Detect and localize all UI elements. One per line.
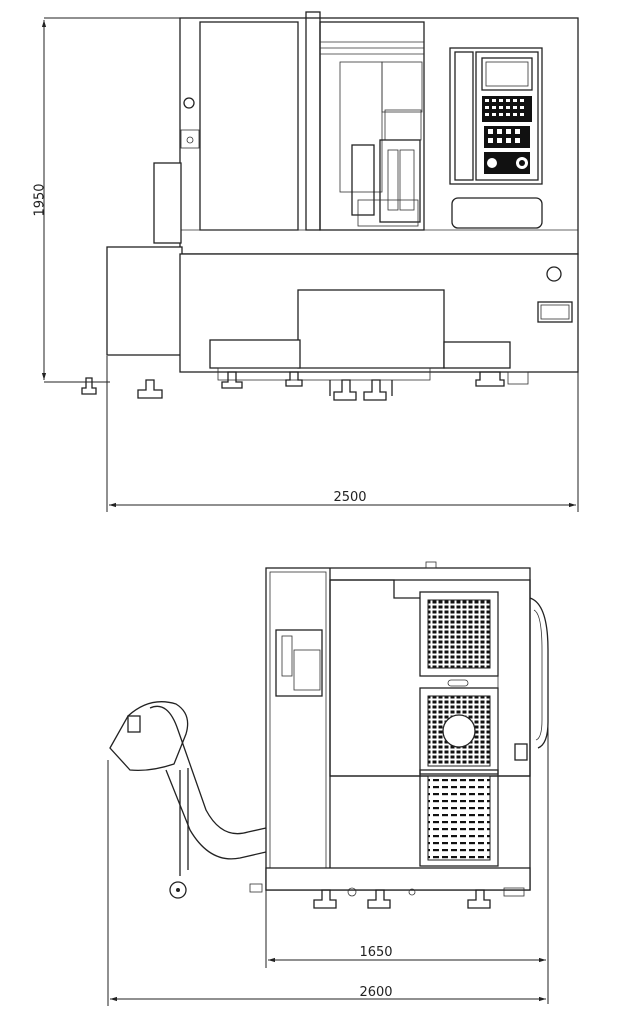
fan-icon [442,714,476,748]
side-handle [529,597,549,749]
front-height-dimension: 1950 [33,17,180,383]
side-depth-label: 1650 [359,945,392,960]
caster-wheel-icon [169,881,187,899]
front-work-area [319,21,425,231]
side-view: 1650 2600 [107,561,549,1006]
front-feet [81,371,529,401]
side-feet [313,887,525,909]
side-depth-dimension: 1650 [265,700,549,1004]
front-width-label: 2500 [333,490,366,505]
chip-conveyor [109,701,267,899]
front-width-dimension: 2500 [106,356,579,512]
side-window [275,629,323,697]
front-center-panel [297,289,445,369]
front-height-label: 1950 [33,183,48,216]
front-indicator [546,266,562,282]
front-label-plate [537,301,573,323]
front-handle [451,197,543,229]
front-left-base [106,246,183,356]
side-overall-label: 2600 [359,985,392,1000]
side-overall-dimension: 2600 [107,760,546,1006]
control-screen [481,57,533,91]
front-view: 1950 2500 [33,11,579,512]
front-side-box [153,162,182,244]
door-lock-icon [183,97,195,109]
